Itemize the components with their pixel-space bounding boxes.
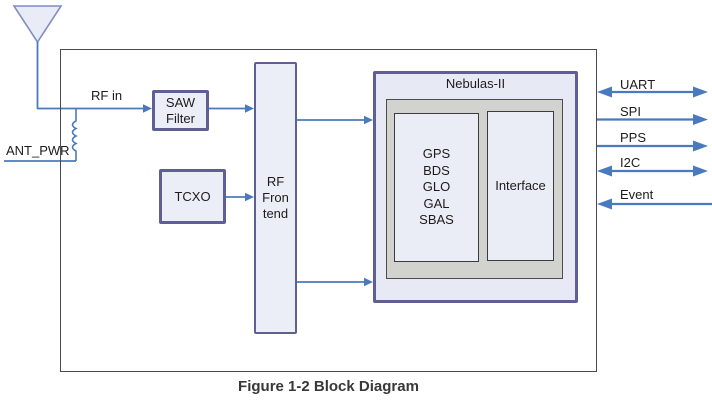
- ant-pwr-label: ANT_PWR: [6, 143, 70, 158]
- rf-in-label: RF in: [91, 88, 123, 103]
- interface-block: Interface: [487, 111, 554, 261]
- gnss-line-glo: GLO: [422, 179, 451, 195]
- port-label-uart: UART: [620, 77, 656, 92]
- rf-frontend-label-line1: RF: [266, 174, 285, 190]
- saw-filter-label-line1: SAW: [165, 94, 196, 110]
- saw-filter-block: SAW Filter: [152, 90, 209, 131]
- port-label-pps: PPS: [620, 130, 647, 145]
- port-label-event: Event: [620, 187, 654, 202]
- rf-to-nebulas-arrow-top: [297, 115, 373, 125]
- diagram-outer-frame: [60, 49, 597, 372]
- event-arrow: [597, 198, 712, 210]
- gnss-line-gps: GPS: [422, 145, 451, 161]
- rf-in-arrow: [37, 104, 152, 113]
- pps-arrow: [597, 140, 708, 152]
- port-label-i2c: I2C: [620, 155, 641, 170]
- gnss-constellations-block: GPS BDS GLO GAL SBAS: [394, 113, 479, 262]
- tcxo-label: TCXO: [174, 188, 211, 204]
- antenna-icon: [12, 5, 63, 109]
- rf-to-nebulas-arrow-bottom: [297, 277, 373, 287]
- tcxo-block: TCXO: [159, 169, 226, 224]
- saw-to-rf-arrow: [209, 104, 254, 113]
- gnss-line-bds: BDS: [423, 162, 450, 178]
- rf-frontend-label-line2: Fron: [262, 190, 289, 206]
- tcxo-to-rf-arrow: [226, 192, 254, 202]
- figure-caption: Figure 1-2 Block Diagram: [238, 378, 419, 395]
- nebulas-chip-title: Nebulas-II: [445, 76, 506, 91]
- i2c-arrow: [597, 165, 708, 177]
- rf-frontend-block: RF Fron tend: [254, 62, 297, 334]
- uart-arrow: [597, 86, 708, 98]
- rf-frontend-label-line3: tend: [262, 205, 289, 221]
- saw-filter-label-line2: Filter: [166, 110, 195, 126]
- port-label-spi: SPI: [620, 104, 641, 119]
- gnss-line-sbas: SBAS: [419, 212, 454, 228]
- interface-label: Interface: [495, 177, 546, 193]
- inductor-coil-icon: [4, 108, 78, 162]
- gnss-line-gal: GAL: [423, 195, 450, 211]
- spi-arrow: [597, 114, 708, 125]
